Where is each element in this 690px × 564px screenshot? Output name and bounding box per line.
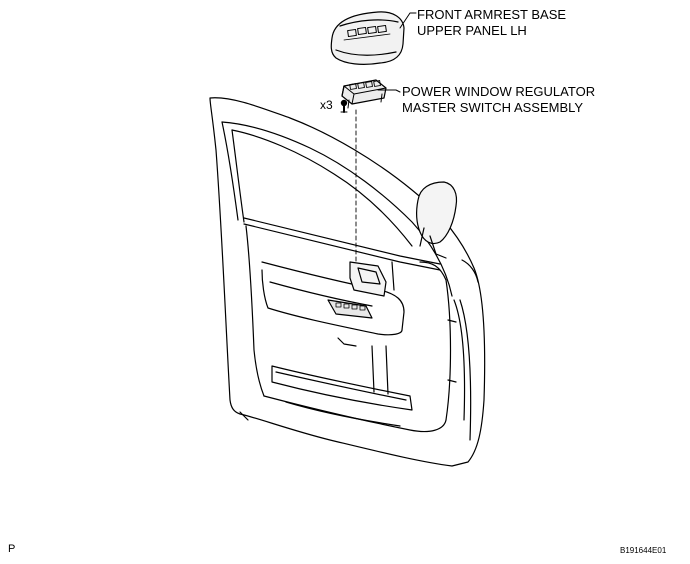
corner-label: P — [8, 543, 16, 555]
armrest-callout-line2: UPPER PANEL LH — [417, 23, 527, 38]
screw-quantity-label: x3 — [320, 98, 333, 112]
armrest-callout: FRONT ARMREST BASE UPPER PANEL LH — [417, 7, 566, 39]
armrest-upper-panel-part — [330, 11, 405, 65]
screw-icon — [340, 99, 348, 113]
armrest-leader-line — [399, 12, 417, 29]
master-switch-part — [341, 79, 387, 109]
switch-callout: POWER WINDOW REGULATOR MASTER SWITCH ASS… — [402, 84, 595, 116]
switch-callout-line2: MASTER SWITCH ASSEMBLY — [402, 100, 584, 115]
switch-callout-line1: POWER WINDOW REGULATOR — [402, 84, 596, 99]
front-door-lh-assembly — [209, 97, 486, 467]
side-mirror-part — [416, 181, 458, 259]
armrest-callout-line1: FRONT ARMREST BASE — [417, 7, 567, 22]
switch-leader-line — [377, 89, 401, 93]
figure-id: B191644E01 — [620, 546, 667, 555]
